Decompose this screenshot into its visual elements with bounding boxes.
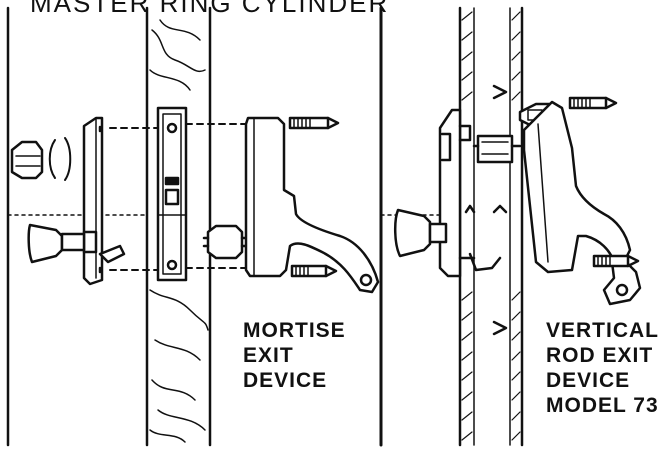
rod-bottom-mark xyxy=(492,320,508,336)
mortise-exit-device-label: MORTISE EXIT DEVICE xyxy=(243,318,346,393)
spindle-left xyxy=(98,244,126,264)
label-line: DEVICE xyxy=(243,369,328,392)
label-line: ROD EXIT xyxy=(546,344,654,367)
knob-left xyxy=(27,223,98,264)
cylinder-left xyxy=(10,137,72,181)
screw-bottom-right xyxy=(592,254,640,268)
screw-bottom-left xyxy=(290,264,338,278)
link-arm-right xyxy=(602,260,642,306)
label-line: MORTISE xyxy=(243,319,346,342)
alignment-guides-left xyxy=(7,123,249,271)
label-line: VERTICAL xyxy=(546,319,659,342)
escutcheon-plate-left xyxy=(82,116,104,286)
label-line: EXIT xyxy=(243,344,294,367)
rod-mid-mark-2 xyxy=(464,204,476,214)
knob-right xyxy=(394,208,448,258)
spindle-right xyxy=(472,134,522,164)
connector-block-left xyxy=(202,224,248,260)
screw-top-left xyxy=(288,116,340,130)
label-line: MODEL 73 xyxy=(546,394,659,417)
exit-device-body-mortise xyxy=(244,116,380,294)
rod-top-mark xyxy=(492,84,508,100)
vertical-rod-exit-device-label: VERTICAL ROD EXIT DEVICE MODEL 73 xyxy=(546,318,659,418)
mortise-lock-body xyxy=(156,106,188,282)
screw-top-right xyxy=(568,96,618,110)
header-title: MASTER RING CYLINDER xyxy=(30,0,390,18)
exit-device-body-vertical xyxy=(522,100,632,274)
label-line: DEVICE xyxy=(546,369,631,392)
door-wood-left xyxy=(145,6,212,447)
rod-mid-mark xyxy=(492,204,508,214)
